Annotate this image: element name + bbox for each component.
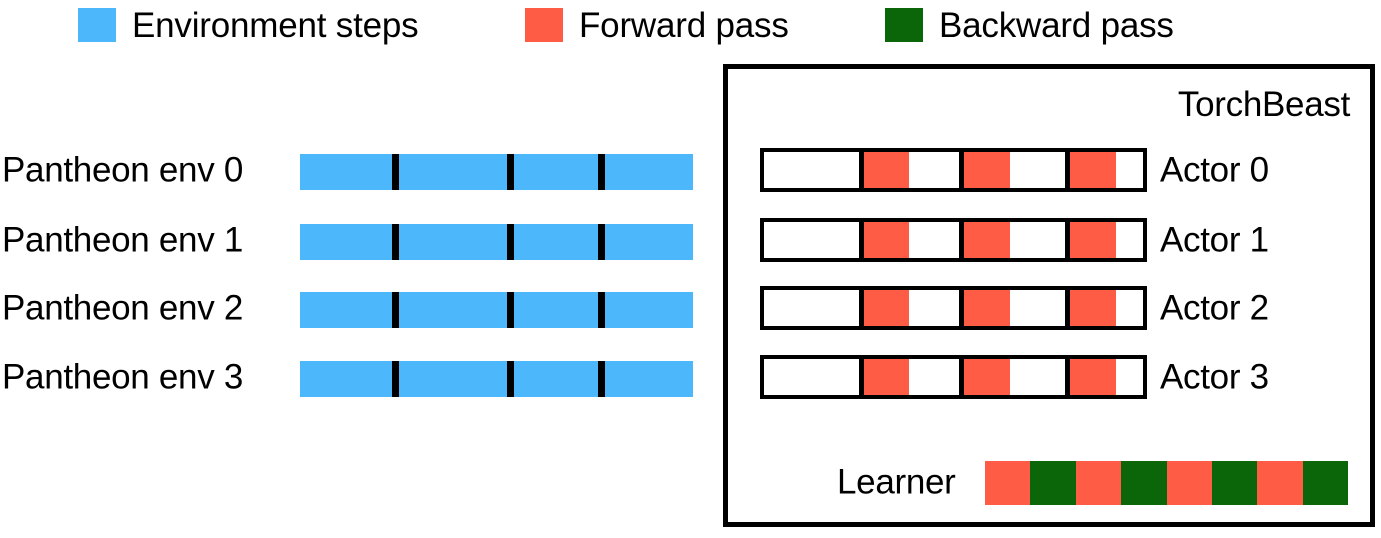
forward-pass-block — [1166, 461, 1212, 505]
forward-pass-block — [1257, 461, 1303, 505]
torchbeast-title: TorchBeast — [1177, 85, 1350, 124]
environment-steps-bar — [300, 154, 693, 190]
learner-track — [985, 461, 1348, 505]
forward-pass-block — [961, 222, 1010, 258]
forward-pass-block — [961, 359, 1010, 395]
actor-step-divider — [959, 222, 964, 258]
environment-label: Pantheon env 1 — [2, 220, 244, 260]
forward-pass-block — [861, 359, 909, 395]
environment-label: Pantheon env 0 — [2, 150, 244, 190]
forward-pass-block — [961, 290, 1010, 326]
legend-item-forward-pass: Forward pass — [525, 5, 789, 45]
environment-label: Pantheon env 2 — [2, 288, 244, 328]
forward-pass-block — [961, 152, 1010, 188]
legend-swatch-icon — [885, 8, 923, 42]
environment-step-divider — [598, 224, 605, 260]
forward-pass-block — [1067, 359, 1116, 395]
environment-step-divider — [392, 292, 399, 328]
environment-steps-bar — [300, 361, 693, 397]
environment-steps-fill — [300, 154, 693, 190]
actor-step-divider — [859, 290, 864, 326]
learner-label: Learner — [837, 462, 956, 502]
actor-step-divider — [1065, 152, 1070, 188]
environment-step-divider — [507, 224, 514, 260]
actor-timeline — [760, 355, 1147, 399]
legend-label: Environment steps — [132, 5, 419, 45]
environment-step-divider — [392, 154, 399, 190]
environment-step-divider — [507, 292, 514, 328]
forward-pass-block — [1067, 152, 1116, 188]
environment-row: Pantheon env 0 — [0, 148, 700, 192]
actor-label: Actor 0 — [1160, 150, 1269, 190]
legend-label: Backward pass — [939, 5, 1174, 45]
actor-step-divider — [1065, 359, 1070, 395]
environment-step-divider — [392, 361, 399, 397]
backward-pass-block — [1302, 461, 1348, 505]
forward-pass-block — [985, 461, 1031, 505]
environment-steps-fill — [300, 361, 693, 397]
environment-step-divider — [392, 224, 399, 260]
environment-step-divider — [598, 361, 605, 397]
actor-step-divider — [1065, 290, 1070, 326]
actor-step-divider — [959, 152, 964, 188]
actor-timeline — [760, 148, 1147, 192]
environment-steps-bar — [300, 292, 693, 328]
environment-steps-fill — [300, 292, 693, 328]
actor-label: Actor 1 — [1160, 220, 1269, 260]
actor-step-divider — [959, 359, 964, 395]
backward-pass-block — [1030, 461, 1076, 505]
legend-swatch-icon — [525, 8, 563, 42]
actor-timeline — [760, 218, 1147, 262]
environment-step-divider — [598, 292, 605, 328]
forward-pass-block — [1067, 290, 1116, 326]
actor-label: Actor 3 — [1160, 357, 1269, 397]
environment-label: Pantheon env 3 — [2, 357, 244, 397]
actor-step-divider — [1065, 222, 1070, 258]
backward-pass-block — [1121, 461, 1167, 505]
environment-steps-fill — [300, 224, 693, 260]
environment-row: Pantheon env 2 — [0, 286, 700, 330]
environment-step-divider — [507, 361, 514, 397]
legend-label: Forward pass — [579, 5, 789, 45]
forward-pass-block — [1075, 461, 1122, 505]
forward-pass-block — [861, 290, 909, 326]
legend-item-backward-pass: Backward pass — [885, 5, 1174, 45]
actor-step-divider — [859, 222, 864, 258]
forward-pass-block — [861, 152, 909, 188]
backward-pass-block — [1211, 461, 1258, 505]
environment-row: Pantheon env 1 — [0, 218, 700, 262]
actor-step-divider — [859, 359, 864, 395]
actor-step-divider — [859, 152, 864, 188]
environment-step-divider — [507, 154, 514, 190]
forward-pass-block — [861, 222, 909, 258]
actor-step-divider — [959, 290, 964, 326]
actor-label: Actor 2 — [1160, 288, 1269, 328]
environment-row: Pantheon env 3 — [0, 355, 700, 399]
environment-steps-bar — [300, 224, 693, 260]
environment-step-divider — [598, 154, 605, 190]
legend-swatch-icon — [78, 8, 116, 42]
actor-timeline — [760, 286, 1147, 330]
forward-pass-block — [1067, 222, 1116, 258]
legend-item-environment-steps: Environment steps — [78, 5, 419, 45]
